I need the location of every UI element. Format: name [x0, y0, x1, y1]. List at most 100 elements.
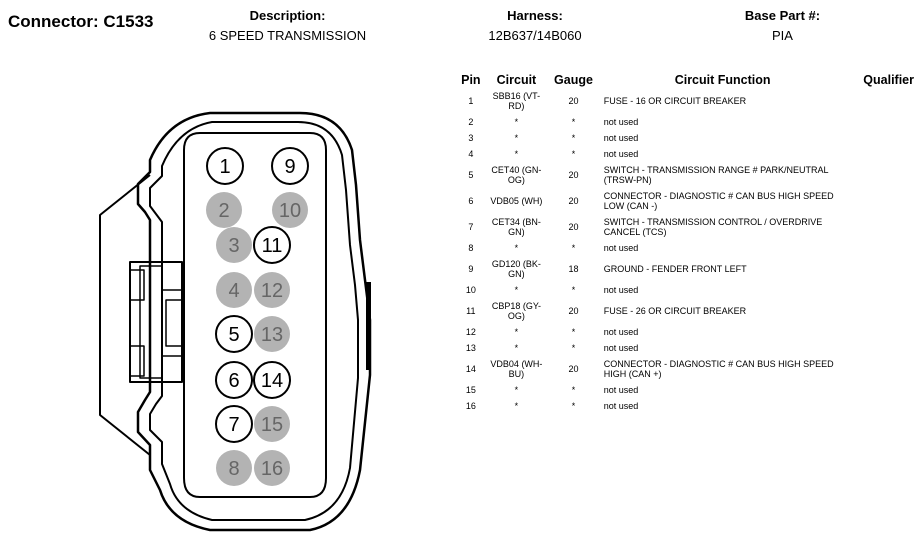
table-header-row: Pin Circuit Gauge Circuit Function Quali… [455, 72, 914, 88]
qualifier-cell [844, 382, 914, 398]
circuit-cell: CET34 (BN-GN) [491, 217, 541, 237]
col-header-function: Circuit Function [674, 73, 771, 87]
gauge-cell: 20 [568, 364, 579, 374]
harness-block: Harness: 12B637/14B060 [460, 8, 610, 43]
circuit-cell: VDB05 (WH) [490, 196, 543, 206]
qualifier-cell [844, 188, 914, 214]
table-row: 8**not used [455, 240, 914, 256]
pin-8-label: 8 [228, 458, 239, 480]
latch-clip [165, 299, 183, 347]
pin-11-label: 11 [262, 235, 283, 257]
pin-9-circle [271, 147, 309, 185]
table-row: 12**not used [455, 324, 914, 340]
circuit-cell: * [514, 243, 519, 253]
pin-3-circle [216, 227, 252, 263]
circuit-cell: * [514, 327, 519, 337]
pin-9-label: 9 [284, 156, 295, 178]
pin-2-circle [206, 192, 242, 228]
pin-cell: 14 [465, 364, 476, 374]
pin-cell: 9 [468, 264, 474, 274]
function-cell: FUSE - 26 OR CIRCUIT BREAKER [603, 306, 747, 316]
gauge-cell: 20 [568, 170, 579, 180]
pin-14-label: 14 [261, 370, 283, 392]
right-lock-rib [366, 282, 371, 370]
latch-body [129, 261, 183, 383]
latch-bar [139, 265, 163, 379]
pin-8-circle [216, 450, 252, 486]
pin-15-circle [254, 406, 290, 442]
qualifier-cell [844, 146, 914, 162]
col-header-qualifier: Qualifier [863, 73, 914, 87]
circuit-cell: * [514, 385, 519, 395]
qualifier-cell [844, 256, 914, 282]
connector-middle-shell [149, 121, 359, 521]
pin-4-circle [216, 272, 252, 308]
gauge-cell: * [571, 385, 576, 395]
base-part-block: Base Part #: PIA [715, 8, 850, 43]
connector-inner-cavity [183, 132, 327, 498]
pin-13-circle [254, 316, 290, 352]
pin-cell: 6 [468, 196, 474, 206]
qualifier-cell [844, 88, 914, 114]
harness-label: Harness: [507, 8, 563, 23]
pin-4-label: 4 [228, 280, 239, 302]
gauge-cell: * [571, 285, 576, 295]
pin-16-label: 16 [261, 458, 283, 480]
pin-1-circle [206, 147, 244, 185]
gauge-cell: * [571, 343, 576, 353]
gauge-cell: * [571, 243, 576, 253]
connector-outer-shell [136, 111, 372, 532]
function-cell: not used [603, 385, 639, 395]
pin-10-label: 10 [279, 200, 301, 222]
pin-cell: 12 [465, 327, 476, 337]
pin-3-label: 3 [228, 235, 239, 257]
connector-label: Connector: [8, 12, 99, 31]
qualifier-cell [844, 214, 914, 240]
description-block: Description: 6 SPEED TRANSMISSION [190, 8, 385, 43]
pin-cell: 3 [468, 133, 474, 143]
col-header-gauge: Gauge [554, 73, 593, 87]
function-cell: FUSE - 16 OR CIRCUIT BREAKER [603, 96, 747, 106]
circuit-cell: CET40 (GN-OG) [491, 165, 542, 185]
qualifier-cell [844, 398, 914, 414]
pin-11-circle [253, 226, 291, 264]
gauge-cell: * [571, 133, 576, 143]
pin-7-circle [215, 405, 253, 443]
qualifier-cell [844, 324, 914, 340]
circuit-cell: * [514, 149, 519, 159]
qualifier-cell [844, 114, 914, 130]
qualifier-cell [844, 340, 914, 356]
pin-6-circle [215, 361, 253, 399]
base-part-label: Base Part #: [744, 8, 821, 23]
pin-cell: 7 [468, 222, 474, 232]
gauge-cell: * [571, 401, 576, 411]
function-cell: not used [603, 401, 639, 411]
function-cell: CONNECTOR - DIAGNOSTIC # CAN BUS HIGH SP… [603, 191, 834, 211]
pin-5-circle [215, 315, 253, 353]
circuit-cell: CBP18 (GY-OG) [491, 301, 542, 321]
col-header-pin: Pin [461, 73, 481, 87]
pin-12-label: 12 [261, 280, 283, 302]
gauge-cell: 20 [568, 96, 579, 106]
function-cell: SWITCH - TRANSMISSION RANGE # PARK/NEUTR… [603, 165, 829, 185]
function-cell: not used [603, 117, 639, 127]
pin-cell: 16 [465, 401, 476, 411]
function-cell: CONNECTOR - DIAGNOSTIC # CAN BUS HIGH SP… [603, 359, 834, 379]
table-row: 3**not used [455, 130, 914, 146]
qualifier-cell [844, 298, 914, 324]
pin-cell: 13 [465, 343, 476, 353]
function-cell: SWITCH - TRANSMISSION CONTROL / OVERDRIV… [603, 217, 823, 237]
description-value: 6 SPEED TRANSMISSION [208, 28, 367, 43]
function-cell: not used [603, 149, 639, 159]
description-label: Description: [249, 8, 326, 23]
function-cell: GROUND - FENDER FRONT LEFT [603, 264, 747, 274]
qualifier-cell [844, 282, 914, 298]
qualifier-cell [844, 130, 914, 146]
qualifier-cell [844, 162, 914, 188]
